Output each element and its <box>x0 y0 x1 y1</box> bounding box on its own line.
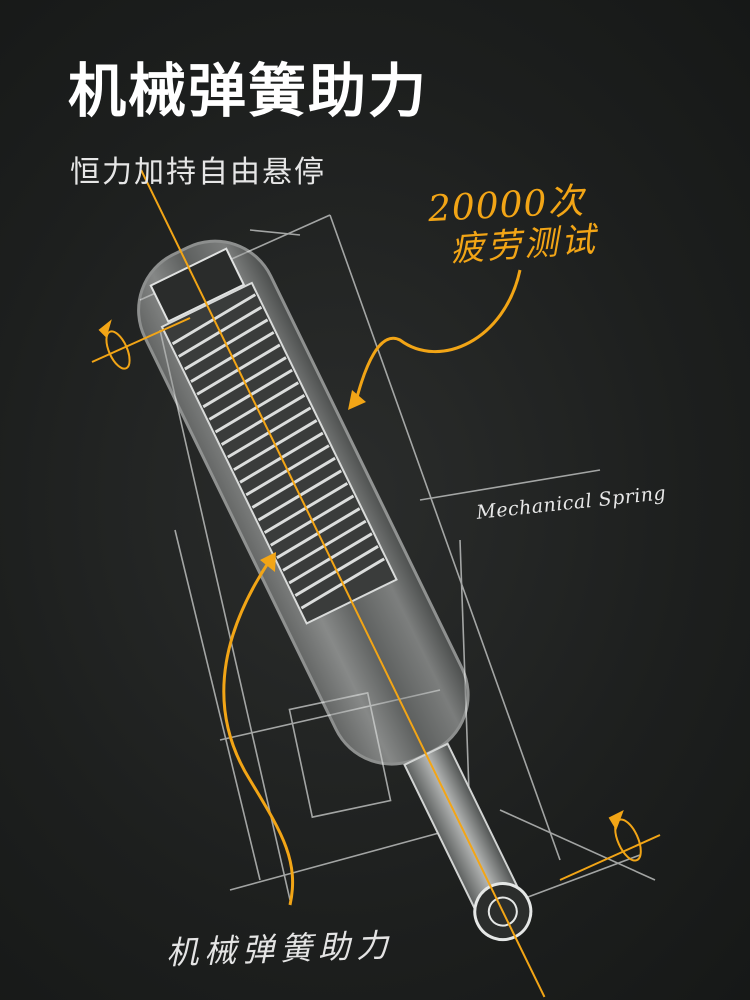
page-subheadline: 恒力加持自由悬停 <box>70 155 326 190</box>
page-headline: 机械弹簧助力 <box>68 57 429 125</box>
rotation-arrow-bottom <box>559 809 661 881</box>
rotation-arrow-top <box>91 317 191 370</box>
axis-line <box>140 169 546 998</box>
fatigue-test-label: 疲劳测试 <box>448 219 600 271</box>
callout-arrow-test <box>353 269 522 406</box>
bottom-handwritten-label: 机械弹簧助力 <box>165 926 395 972</box>
callout-arrow-spring <box>222 559 295 906</box>
